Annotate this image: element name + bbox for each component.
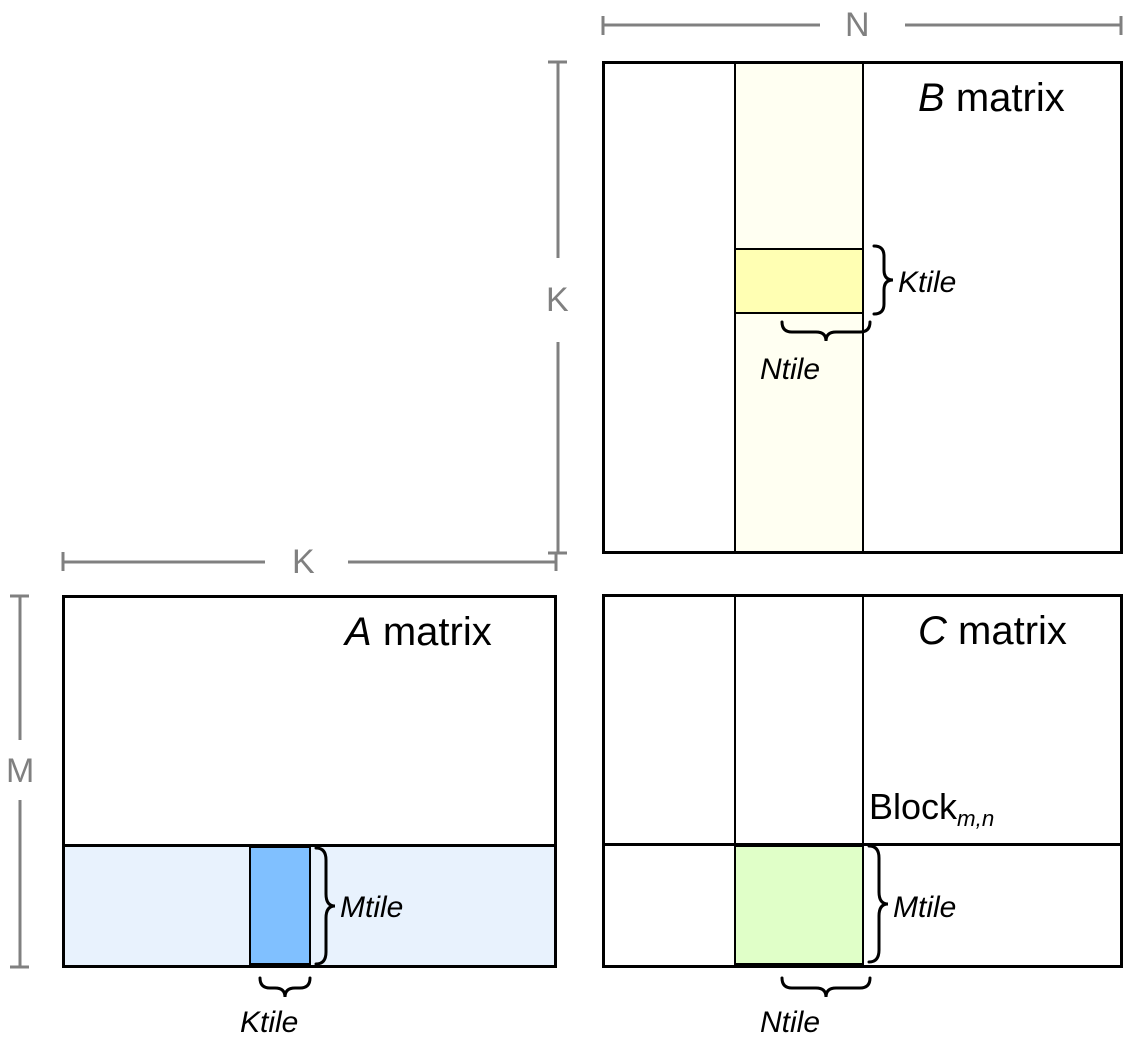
- a-matrix-label: A matrix: [345, 612, 492, 652]
- b-matrix-label: B matrix: [918, 78, 1065, 118]
- c-matrix-letter: C: [918, 609, 947, 653]
- a-matrix-ktile-tile: [249, 846, 311, 965]
- b-ntile-label: Ntile: [760, 353, 821, 386]
- c-ntile-brace-icon: [780, 976, 872, 998]
- b-ntile-brace-icon: [780, 320, 872, 342]
- b-matrix-word: matrix: [955, 76, 1065, 120]
- c-matrix-word: matrix: [958, 609, 1067, 653]
- b-matrix-ktile-tile: [734, 248, 864, 314]
- dimension-label-n: N: [845, 6, 870, 44]
- c-matrix-divider-left: [734, 597, 736, 965]
- c-mtile-label: Mtile: [893, 891, 957, 924]
- c-matrix-block-tile: [734, 845, 864, 965]
- a-matrix-box: [62, 595, 557, 968]
- a-mtile-label: Mtile: [340, 891, 404, 924]
- block-label-subscript: m,n: [957, 805, 995, 831]
- c-matrix-label: C matrix: [918, 611, 1067, 651]
- dimension-line-k-horizontal: [61, 552, 558, 571]
- b-ktile-brace-icon: [872, 244, 894, 316]
- b-ktile-label: Ktile: [898, 266, 957, 299]
- c-matrix-box: [602, 594, 1123, 968]
- dimension-label-k-vertical: K: [546, 281, 569, 319]
- c-ntile-label: Ntile: [760, 1006, 821, 1039]
- c-matrix-divider-right: [862, 597, 864, 965]
- a-ktile-label: Ktile: [240, 1006, 299, 1039]
- a-mtile-brace-icon: [314, 846, 336, 966]
- dimension-line-k-vertical: [548, 60, 567, 555]
- dimension-line-m: [10, 594, 29, 969]
- dimension-label-m: M: [6, 752, 35, 790]
- a-matrix-divider-top: [65, 844, 554, 847]
- b-matrix-box: [602, 61, 1123, 554]
- a-matrix-letter: A: [345, 610, 372, 654]
- dimension-label-k-horizontal: K: [292, 543, 315, 581]
- block-label-text: Block: [869, 786, 958, 827]
- c-matrix-divider-top: [605, 843, 1120, 846]
- c-matrix-block-label: Blockm,n: [869, 786, 994, 830]
- c-mtile-brace-icon: [867, 844, 889, 964]
- a-matrix-word: matrix: [382, 610, 492, 654]
- dimension-line-n: [601, 16, 1123, 35]
- b-matrix-letter: B: [918, 76, 945, 120]
- a-ktile-brace-icon: [258, 976, 312, 998]
